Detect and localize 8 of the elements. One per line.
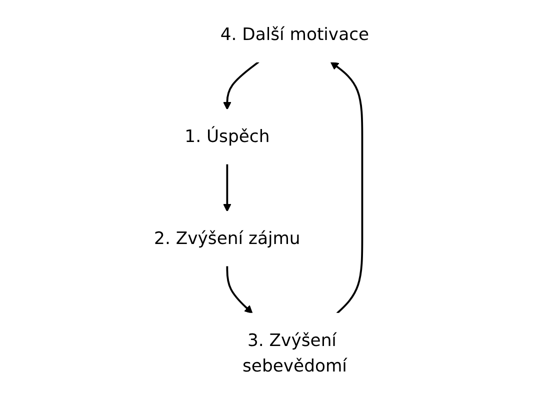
arrow bbox=[226, 266, 253, 314]
node-text: 3. Zvýšení sebevědomí bbox=[242, 330, 347, 376]
arrow bbox=[222, 61, 260, 110]
node-text: 1. Úspěch bbox=[184, 126, 270, 147]
arrow bbox=[330, 62, 364, 314]
node-text: 2. Zvýšení zájmu bbox=[154, 228, 300, 249]
node-text: 4. Další motivace bbox=[220, 24, 370, 45]
arrow bbox=[222, 164, 232, 212]
